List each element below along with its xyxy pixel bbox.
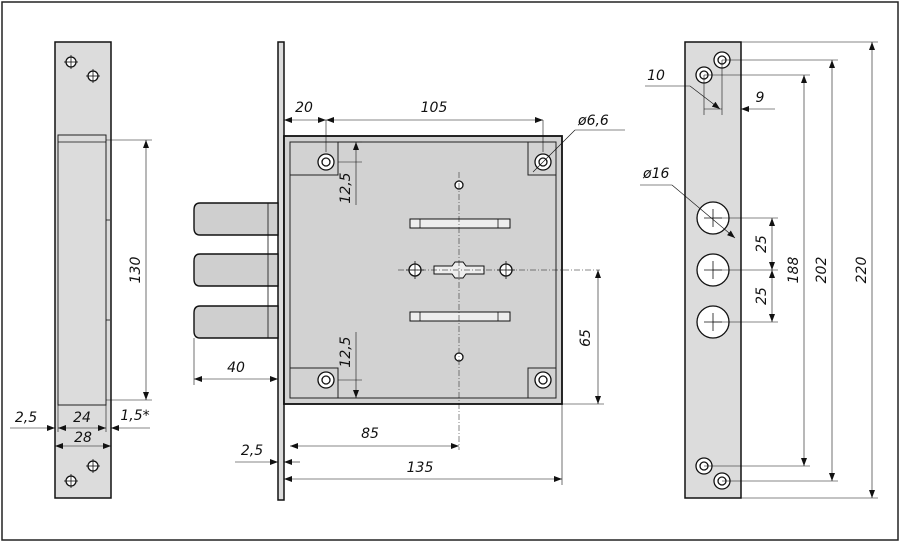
dim-24: 24 [73,410,91,426]
dim-hole-6-6: ø6,6 [577,113,609,129]
dim-1-5: 1,5* [120,408,149,424]
mounting-hole [317,153,335,171]
dim-65: 65 [578,329,594,347]
dim-28: 28 [74,430,92,446]
dim-9: 9 [756,90,765,106]
strike-plate-view: 10 9 ø16 25 25 188 202 220 [640,41,878,499]
dim-130: 130 [128,257,144,284]
dim-10: 10 [647,68,665,84]
screw-hole [64,55,78,69]
dim-2-5-left: 2,5 [15,410,37,426]
lock-side-view: 20 105 ø6,6 12,5 12,5 40 65 85 2,5 [193,41,625,501]
slot-top [409,218,511,229]
dim-12-5-top: 12,5 [338,172,354,203]
faceplate-recess [57,134,107,406]
dim-25-bottom: 25 [754,287,770,305]
bolt-bottom [193,305,279,339]
dim-135: 135 [407,460,434,476]
dim-hole-16: ø16 [642,166,669,182]
mounting-hole [534,371,552,389]
dim-25-top: 25 [754,235,770,253]
dim-40: 40 [227,360,245,376]
screw-hole [64,474,78,488]
screw-hole [86,459,100,473]
dim-85: 85 [361,426,379,442]
bolt-top [193,202,279,236]
bolt-middle [193,253,279,287]
front-plate-view: 130 2,5 24 1,5* 28 [10,41,152,499]
dim-220: 220 [854,257,870,284]
dim-202: 202 [814,257,830,284]
slot-bottom [409,311,511,322]
faceplate [54,41,112,499]
screw-hole [86,69,100,83]
dim-188: 188 [786,257,802,284]
dim-20: 20 [295,100,313,116]
dim-12-5-bottom: 12,5 [338,336,354,367]
dim-105: 105 [421,100,448,116]
mounting-hole [317,371,335,389]
dim-2-5-plate: 2,5 [241,443,263,459]
